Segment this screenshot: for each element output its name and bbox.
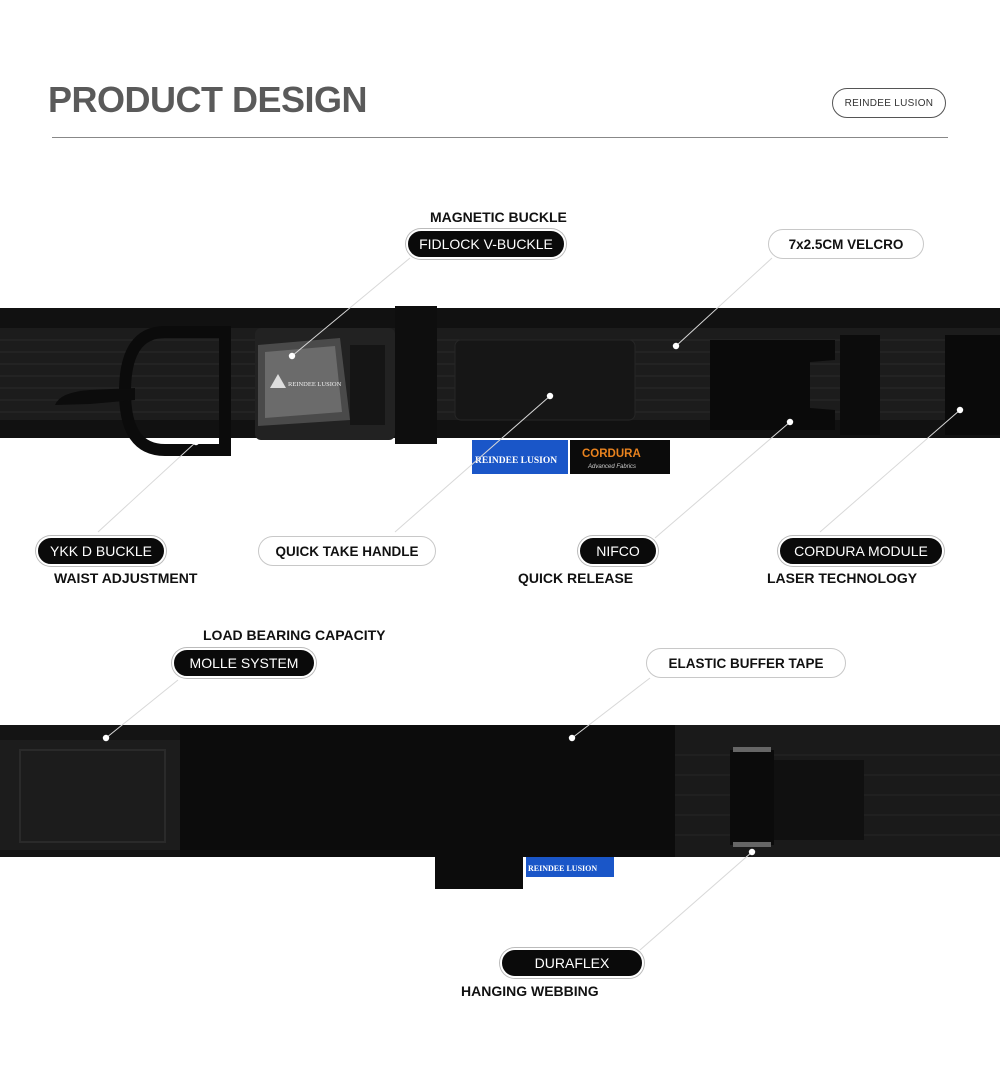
label-ykk-d-buckle: YKK D BUCKLE: [36, 536, 166, 566]
caption-load-bearing: LOAD BEARING CAPACITY: [203, 627, 386, 643]
caption-magnetic-buckle: MAGNETIC BUCKLE: [430, 209, 567, 225]
label-molle-system: MOLLE SYSTEM: [172, 648, 316, 678]
cordura-tag-text: CORDURA: [582, 448, 641, 460]
caption-quick-release: QUICK RELEASE: [518, 570, 634, 586]
page-title: PRODUCT DESIGN: [48, 79, 368, 120]
label-duraflex: DURAFLEX: [500, 948, 644, 978]
buckle-engraving: REINDEE LUSION: [288, 381, 342, 388]
belt-bottom-image: REINDEE LUSION: [0, 725, 1000, 889]
label-fidlock-v-buckle: FIDLOCK V-BUCKLE: [406, 229, 566, 259]
caption-laser-technology: LASER TECHNOLOGY: [767, 570, 918, 586]
label-velcro: 7x2.5CM VELCRO: [768, 229, 924, 259]
blue-tag-text: REINDEE LUSION: [475, 456, 557, 466]
blue-tag-bottom-text: REINDEE LUSION: [528, 864, 597, 873]
caption-waist-adjustment: WAIST ADJUSTMENT: [54, 570, 198, 586]
label-elastic-buffer-tape: ELASTIC BUFFER TAPE: [646, 648, 846, 678]
caption-hanging-webbing: HANGING WEBBING: [461, 983, 599, 999]
label-cordura-module: CORDURA MODULE: [778, 536, 944, 566]
brand-badge: REINDEE LUSION: [832, 88, 946, 118]
label-nifco: NIFCO: [578, 536, 658, 566]
label-quick-take-handle: QUICK TAKE HANDLE: [258, 536, 436, 566]
belt-top-image: REINDEE LUSION REINDEE LUSION CORDURA Ad…: [0, 306, 1000, 474]
header-divider: [52, 137, 948, 138]
cordura-tag-subtext: Advanced Fabrics: [587, 464, 636, 470]
